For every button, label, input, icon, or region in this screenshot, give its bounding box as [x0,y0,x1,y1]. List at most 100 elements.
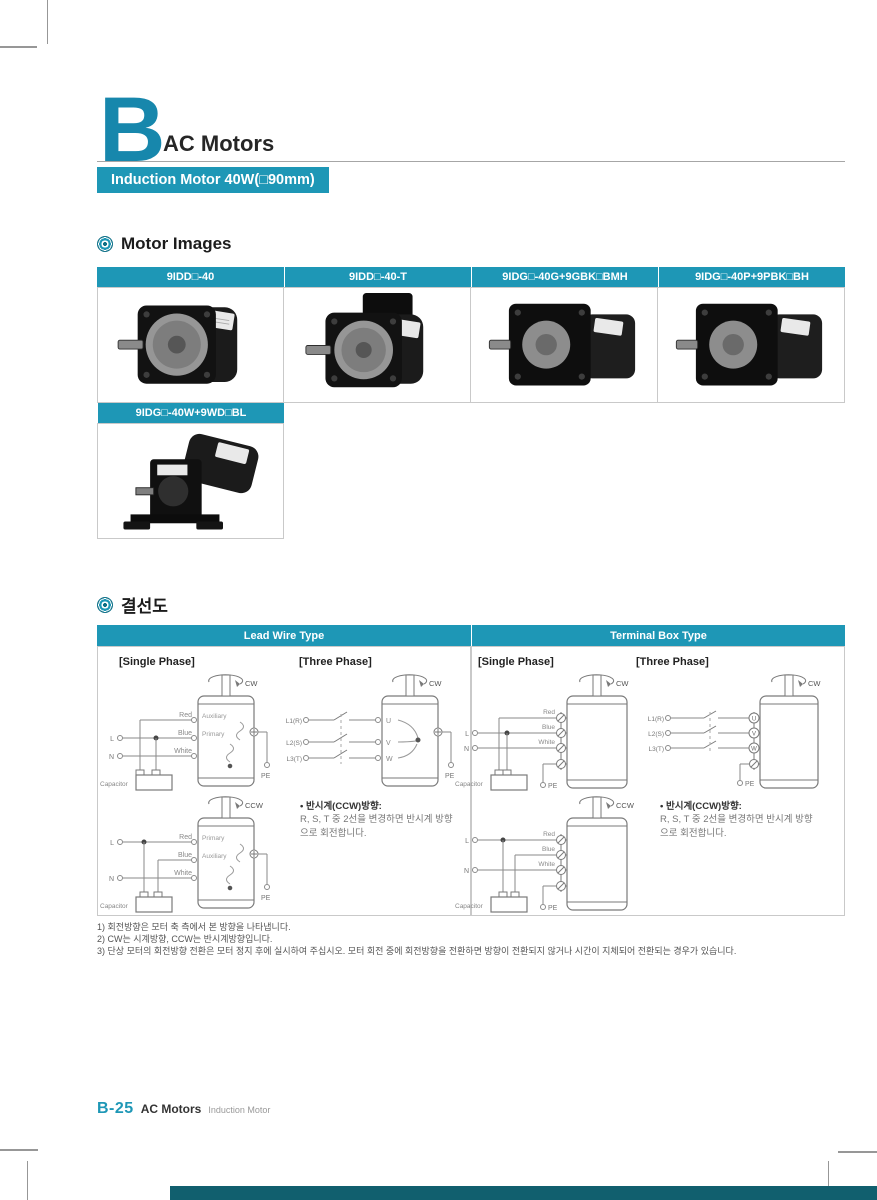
ccw-note-title: • 반시계(CCW)방향: [660,801,742,812]
motor-image-9IDG-40W [97,423,284,539]
crop-mark [0,46,37,48]
footnote: 1) 회전방향은 모터 축 측에서 본 방향을 나타냅니다. [97,922,291,932]
svg-text:N: N [464,868,469,875]
svg-text:V: V [752,732,756,738]
svg-text:L1(R): L1(R) [286,718,302,725]
footnote: 2) CW는 시계방향, CCW는 반시계방향입니다. [97,934,273,944]
product-banner: Induction Motor 40W(□90mm) [97,167,329,193]
crop-mark [838,1151,877,1153]
motor-photo [117,305,237,384]
motor-model-header: 9IDD□-40 [97,267,284,287]
svg-text:CCW: CCW [616,801,635,810]
motor-photo [122,433,258,529]
wiring-column-header: Terminal Box Type [471,625,845,646]
phase-label: [Three Phase] [299,656,372,668]
phase-label: [Single Phase] [478,656,554,668]
svg-text:Capacitor: Capacitor [455,903,484,910]
footer-title: AC Motors [140,1102,202,1116]
motor-table-header-row: 9IDD□-40 9IDD□-40-T 9IDG□-40G+9GBK□BMH 9… [97,267,845,287]
svg-text:White: White [538,739,555,746]
svg-text:Capacitor: Capacitor [100,781,129,788]
page-footer: B-25 AC Motors Induction Motor [97,1100,270,1118]
footer-subtitle: Induction Motor [208,1105,271,1115]
svg-text:L: L [465,731,469,738]
svg-text:PE: PE [445,773,455,780]
svg-text:L: L [110,736,114,743]
phase-label: [Single Phase] [119,656,195,668]
motor-image-9IDG-40G [471,287,658,403]
svg-text:L3(T): L3(T) [648,746,664,753]
ccw-note: • 반시계(CCW)방향: R, S, T 중 2선을 변경하면 반시계 방향으… [660,800,820,840]
svg-text:Auxiliary: Auxiliary [202,713,227,720]
footnotes: 1) 회전방향은 모터 축 측에서 본 방향을 나타냅니다. 2) CW는 시계… [97,921,842,957]
svg-text:L: L [465,838,469,845]
svg-text:L3(T): L3(T) [286,756,302,763]
svg-text:Capacitor: Capacitor [455,781,484,788]
svg-text:CW: CW [429,679,442,688]
crop-mark [0,1149,38,1151]
motor-images-heading-label: Motor Images [121,234,232,253]
motor-image-9IDD-40-T [284,287,471,403]
svg-text:W: W [751,747,757,753]
svg-text:U: U [386,718,391,725]
page-number: B-25 [97,1100,134,1117]
crop-mark [27,1161,28,1200]
motor-model-header: 9IDD□-40-T [284,267,471,287]
footnote: 3) 단상 모터의 회전방향 전환은 모터 정지 후에 실시하여 주십시오. 모… [97,946,737,956]
svg-text:White: White [538,861,555,868]
target-icon [97,236,113,252]
svg-text:White: White [174,870,192,877]
svg-text:V: V [386,740,391,747]
svg-text:PE: PE [261,773,271,780]
svg-text:Red: Red [179,712,192,719]
svg-text:Red: Red [179,834,192,841]
svg-text:Red: Red [543,831,555,838]
motor-photo [488,303,636,385]
motor-photo [305,292,424,387]
svg-text:Primary: Primary [202,731,225,738]
svg-text:Primary: Primary [202,835,225,842]
svg-text:CW: CW [245,679,258,688]
svg-text:CCW: CCW [245,801,264,810]
motor-model-header: 9IDG□-40W+9WD□BL [97,403,284,423]
ccw-note-title: • 반시계(CCW)방향: [300,801,382,812]
svg-text:Blue: Blue [178,730,192,737]
motor-image-row [97,287,845,403]
svg-text:L2(S): L2(S) [648,731,664,738]
svg-text:CW: CW [616,679,629,688]
terminal-box-three-phase: CW U L1(R) V L2(S) W L3(T) PE [648,674,821,789]
svg-text:CW: CW [808,679,821,688]
svg-text:U: U [752,717,756,723]
svg-text:N: N [109,876,114,883]
svg-text:PE: PE [261,895,271,902]
svg-text:L: L [110,840,114,847]
svg-text:PE: PE [745,781,755,788]
header-rule [97,161,845,162]
svg-text:L2(S): L2(S) [286,740,302,747]
svg-text:PE: PE [548,905,558,912]
ccw-note-body: R, S, T 중 2선을 변경하면 반시계 방향으로 회전합니다. [300,814,453,839]
phase-label: [Three Phase] [636,656,709,668]
motor-photo [675,303,823,385]
motor-model-header: 9IDG□-40G+9GBK□BMH [471,267,658,287]
svg-text:Auxiliary: Auxiliary [202,853,227,860]
svg-text:L1(R): L1(R) [648,716,664,723]
svg-text:White: White [174,748,192,755]
svg-text:N: N [109,754,114,761]
motor-image-9IDD-40 [97,287,284,403]
svg-text:N: N [464,746,469,753]
wiring-column-header: Lead Wire Type [97,625,471,646]
ccw-note-body: R, S, T 중 2선을 변경하면 반시계 방향으로 회전합니다. [660,814,813,839]
motor-image-9IDG-40P [658,287,845,403]
svg-text:Blue: Blue [542,846,555,853]
